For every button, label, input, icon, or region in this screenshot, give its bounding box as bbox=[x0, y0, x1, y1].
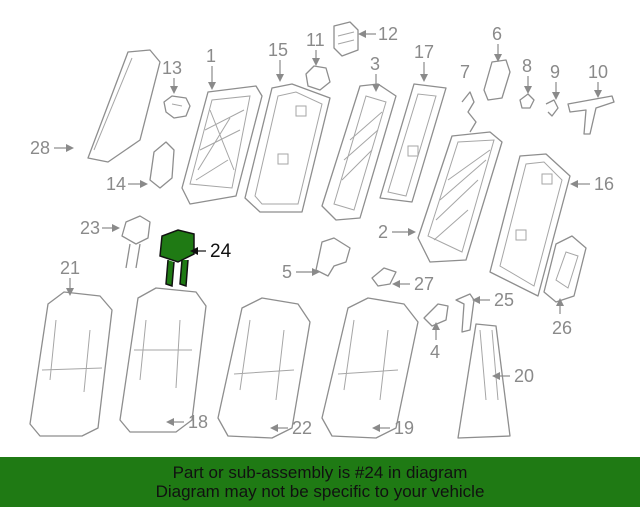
callout-23[interactable]: 23 bbox=[80, 218, 120, 238]
callout-28[interactable]: 28 bbox=[30, 138, 74, 158]
svg-text:17: 17 bbox=[414, 42, 434, 62]
svg-text:6: 6 bbox=[492, 24, 502, 44]
part-12-hinge bbox=[333, 21, 359, 57]
svg-text:12: 12 bbox=[378, 24, 398, 44]
callout-10[interactable]: 10 bbox=[588, 62, 608, 98]
callout-7[interactable]: 7 bbox=[460, 62, 470, 82]
svg-text:8: 8 bbox=[522, 56, 532, 76]
info-banner: Part or sub-assembly is #24 in diagram D… bbox=[0, 457, 640, 507]
part-17-panel bbox=[379, 83, 447, 203]
callout-26[interactable]: 26 bbox=[552, 298, 572, 338]
part-8-clip bbox=[519, 93, 535, 109]
callout-19[interactable]: 19 bbox=[372, 418, 414, 438]
part-3-side-frame bbox=[321, 83, 397, 221]
svg-text:22: 22 bbox=[292, 418, 312, 438]
callout-22[interactable]: 22 bbox=[270, 418, 312, 438]
svg-text:23: 23 bbox=[80, 218, 100, 238]
part-24-headrest-highlighted bbox=[159, 229, 195, 288]
part-1-backrest-frame bbox=[181, 85, 263, 205]
part-5-bracket bbox=[315, 237, 351, 277]
banner-line-2: Diagram may not be specific to your vehi… bbox=[155, 482, 485, 501]
part-23-headrest bbox=[121, 215, 151, 269]
svg-text:19: 19 bbox=[394, 418, 414, 438]
callout-2[interactable]: 2 bbox=[378, 222, 416, 242]
svg-text:16: 16 bbox=[594, 174, 614, 194]
svg-text:27: 27 bbox=[414, 274, 434, 294]
part-20-panel bbox=[457, 323, 511, 439]
part-27-clip bbox=[371, 267, 397, 287]
part-6-hinge bbox=[483, 59, 511, 101]
svg-text:15: 15 bbox=[268, 40, 288, 60]
parts-diagram: 1 2 3 4 5 6 7 8 9 10 11 12 bbox=[29, 21, 615, 439]
callout-15[interactable]: 15 bbox=[268, 40, 288, 82]
callout-5[interactable]: 5 bbox=[282, 262, 320, 282]
callout-14[interactable]: 14 bbox=[106, 174, 148, 194]
callout-12[interactable]: 12 bbox=[358, 24, 398, 44]
callout-25[interactable]: 25 bbox=[472, 290, 514, 310]
banner-line-1: Part or sub-assembly is #24 in diagram bbox=[172, 463, 468, 482]
callout-1[interactable]: 1 bbox=[206, 46, 216, 90]
svg-text:13: 13 bbox=[162, 58, 182, 78]
svg-text:1: 1 bbox=[206, 46, 216, 66]
callout-6[interactable]: 6 bbox=[492, 24, 502, 62]
svg-text:20: 20 bbox=[514, 366, 534, 386]
svg-text:25: 25 bbox=[494, 290, 514, 310]
part-7-rod bbox=[461, 91, 477, 133]
callout-27[interactable]: 27 bbox=[392, 274, 434, 294]
svg-text:7: 7 bbox=[460, 62, 470, 82]
part-26-latch bbox=[543, 235, 587, 303]
svg-text:26: 26 bbox=[552, 318, 572, 338]
part-18-cushion bbox=[119, 287, 207, 433]
svg-text:11: 11 bbox=[306, 30, 325, 50]
callout-3[interactable]: 3 bbox=[370, 54, 380, 92]
svg-text:28: 28 bbox=[30, 138, 50, 158]
part-14-cover bbox=[149, 141, 175, 189]
svg-text:24: 24 bbox=[210, 241, 232, 262]
svg-text:5: 5 bbox=[282, 262, 292, 282]
part-21-cushion bbox=[29, 291, 113, 437]
svg-text:2: 2 bbox=[378, 222, 388, 242]
callout-13[interactable]: 13 bbox=[162, 58, 182, 94]
svg-text:14: 14 bbox=[106, 174, 126, 194]
part-11-bracket bbox=[305, 65, 331, 91]
part-4-bracket bbox=[423, 303, 449, 327]
callout-8[interactable]: 8 bbox=[522, 56, 532, 94]
part-25-striker bbox=[455, 293, 475, 333]
callout-4[interactable]: 4 bbox=[430, 322, 440, 362]
svg-text:9: 9 bbox=[550, 62, 560, 82]
part-13-clip bbox=[163, 95, 191, 119]
callout-17[interactable]: 17 bbox=[414, 42, 434, 82]
svg-text:18: 18 bbox=[188, 412, 208, 432]
callout-24-highlighted[interactable]: 24 bbox=[190, 241, 232, 262]
part-19-cushion bbox=[321, 297, 419, 439]
part-2-backrest-frame bbox=[417, 131, 503, 263]
callout-18[interactable]: 18 bbox=[166, 412, 208, 432]
part-10-bracket bbox=[567, 95, 615, 135]
svg-text:3: 3 bbox=[370, 54, 380, 74]
callout-9[interactable]: 9 bbox=[550, 62, 560, 100]
svg-text:4: 4 bbox=[430, 342, 440, 362]
callout-11[interactable]: 11 bbox=[306, 30, 325, 66]
callout-21[interactable]: 21 bbox=[60, 258, 80, 296]
callout-16[interactable]: 16 bbox=[570, 174, 614, 194]
svg-text:21: 21 bbox=[60, 258, 80, 278]
part-16-pad bbox=[489, 153, 571, 297]
svg-text:10: 10 bbox=[588, 62, 608, 82]
part-28-side-trim bbox=[87, 49, 161, 163]
callout-20[interactable]: 20 bbox=[492, 366, 534, 386]
part-22-cushion bbox=[217, 297, 311, 439]
part-9-wire-clip bbox=[545, 99, 559, 117]
part-15-pad bbox=[244, 83, 331, 213]
